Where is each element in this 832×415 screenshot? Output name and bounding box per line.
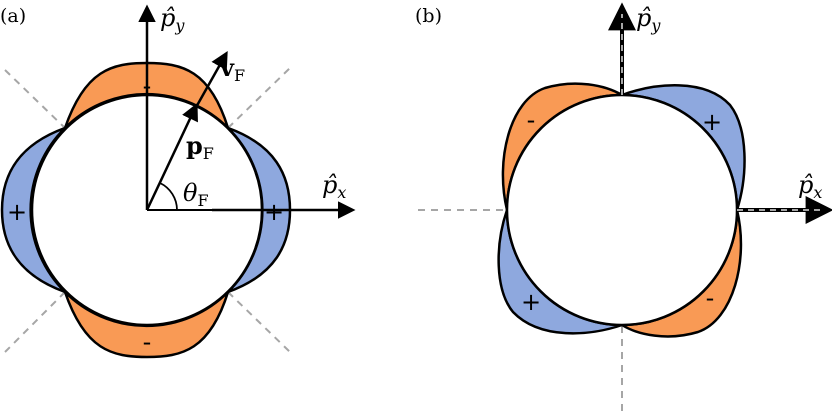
panel-a-diagonal-guides <box>4 67 291 353</box>
axis-y-label: p̂y <box>160 4 185 35</box>
sign-right: + <box>264 198 284 226</box>
axis-x-label: p̂x <box>322 171 346 202</box>
vector-v-label: vF <box>219 53 245 85</box>
sign-top-left: - <box>527 106 536 134</box>
guide-lower-left <box>4 291 66 353</box>
sign-top-right: + <box>702 108 722 136</box>
lobe-left <box>0 126 66 294</box>
guide-lower-right <box>227 291 291 353</box>
sign-bottom: - <box>143 328 152 356</box>
sign-bottom-left: + <box>521 288 541 316</box>
vector-p-arrow <box>145 102 198 211</box>
panel-a: (a) p̂y p̂x vF pF θF - - + + <box>0 4 356 359</box>
axis-x-label-b: p̂x <box>798 171 822 202</box>
panel-b: (b) p̂y p̂x - + + - <box>415 2 832 414</box>
guide-upper-right <box>227 67 291 129</box>
sign-bottom-right: - <box>706 284 715 312</box>
vector-p-label: pF <box>186 131 214 163</box>
sign-top: - <box>143 72 152 100</box>
guide-upper-left <box>4 69 66 129</box>
axis-y-label-b: p̂y <box>636 4 661 35</box>
vector-v-arrow <box>188 50 228 119</box>
sign-left: + <box>7 198 27 226</box>
panel-a-label: (a) <box>0 5 26 27</box>
panel-b-label: (b) <box>415 5 442 27</box>
angle-arc <box>159 182 178 211</box>
angle-label: θF <box>183 179 209 210</box>
